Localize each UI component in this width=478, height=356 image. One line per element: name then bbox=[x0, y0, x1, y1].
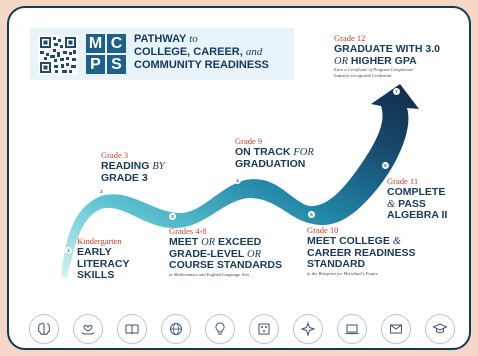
stage-marker: 6 bbox=[382, 162, 389, 169]
stage-heading: COMPLETE & PASS ALGEBRA II bbox=[387, 186, 448, 221]
qr-code[interactable] bbox=[38, 35, 78, 75]
stage-marker: 3 bbox=[169, 213, 176, 220]
logo-letter: M bbox=[86, 34, 105, 53]
header-banner: M C P S PATHWAY to COLLEGE, CAREER, and … bbox=[30, 28, 294, 80]
compass-icon bbox=[293, 314, 323, 344]
stage-marker: 5 bbox=[308, 211, 315, 218]
heart-hands-icon bbox=[73, 314, 103, 344]
globe-icon bbox=[161, 314, 191, 344]
graduation-cap-icon bbox=[425, 314, 455, 344]
stage-grade-11: Grade 11 COMPLETE & PASS ALGEBRA II bbox=[387, 176, 447, 222]
grade-label: Grades 4-8 bbox=[169, 226, 207, 236]
envelope-icon bbox=[381, 314, 411, 344]
stage-marker: 4 bbox=[234, 177, 241, 184]
stage-marker: 2 bbox=[98, 188, 105, 195]
stage-heading: MEET COLLEGE & CAREER READINESS STANDARD bbox=[307, 235, 416, 270]
stage-marker: 1 bbox=[65, 247, 72, 254]
stage-heading: EARLY LITERACY SKILLS bbox=[77, 246, 130, 281]
stage-subtext: in Mathematics and English/Language Arts bbox=[169, 271, 250, 277]
stage-grade-3: Grade 3 READING BY GRADE 3 bbox=[101, 150, 165, 184]
grade-label: Grade 9 bbox=[235, 136, 263, 146]
lightbulb-icon bbox=[205, 314, 235, 344]
stage-subtext: in the Blueprint for Maryland's Future bbox=[307, 270, 378, 276]
stage-heading: GRADUATE WITH 3.0 OR HIGHER GPA bbox=[334, 43, 440, 67]
stage-grade-10: Grade 10 MEET COLLEGE & CAREER READINESS… bbox=[307, 225, 416, 277]
grade-label: Grade 3 bbox=[101, 150, 129, 160]
logo-letter: C bbox=[107, 34, 126, 53]
stage-grades-4-8: Grades 4-8 MEET OR EXCEED GRADE-LEVEL OR… bbox=[169, 226, 282, 278]
competency-icons bbox=[29, 314, 459, 346]
book-icon bbox=[117, 314, 147, 344]
stage-heading: ON TRACK FOR GRADUATION bbox=[235, 146, 314, 170]
logo-letter: S bbox=[107, 55, 126, 74]
pathway-card: M C P S PATHWAY to COLLEGE, CAREER, and … bbox=[7, 6, 471, 350]
grade-label: Grade 11 bbox=[387, 176, 419, 186]
stage-marker: 7 bbox=[393, 88, 400, 95]
grade-label: Grade 10 bbox=[307, 225, 339, 235]
brain-icon bbox=[29, 314, 59, 344]
stage-kindergarten: Kindergarten EARLY LITERACY SKILLS bbox=[77, 236, 130, 282]
stage-heading: READING BY GRADE 3 bbox=[101, 160, 165, 184]
stage-grade-12: Grade 12 GRADUATE WITH 3.0 OR HIGHER GPA… bbox=[334, 33, 440, 79]
stage-grade-9: Grade 9 ON TRACK FOR GRADUATION bbox=[235, 136, 314, 170]
grade-label: Kindergarten bbox=[77, 236, 122, 246]
pathway-arrow bbox=[61, 84, 419, 278]
laptop-icon bbox=[337, 314, 367, 344]
stage-heading: MEET OR EXCEED GRADE-LEVEL OR COURSE STA… bbox=[169, 236, 282, 271]
stage-subtext: Earn a Certificate of Program Completion… bbox=[334, 67, 414, 78]
page-title: PATHWAY to COLLEGE, CAREER, and COMMUNIT… bbox=[134, 33, 269, 71]
mcps-logo: M C P S bbox=[86, 34, 126, 74]
grade-label: Grade 12 bbox=[334, 33, 366, 43]
abacus-icon bbox=[249, 314, 279, 344]
logo-letter: P bbox=[86, 55, 105, 74]
